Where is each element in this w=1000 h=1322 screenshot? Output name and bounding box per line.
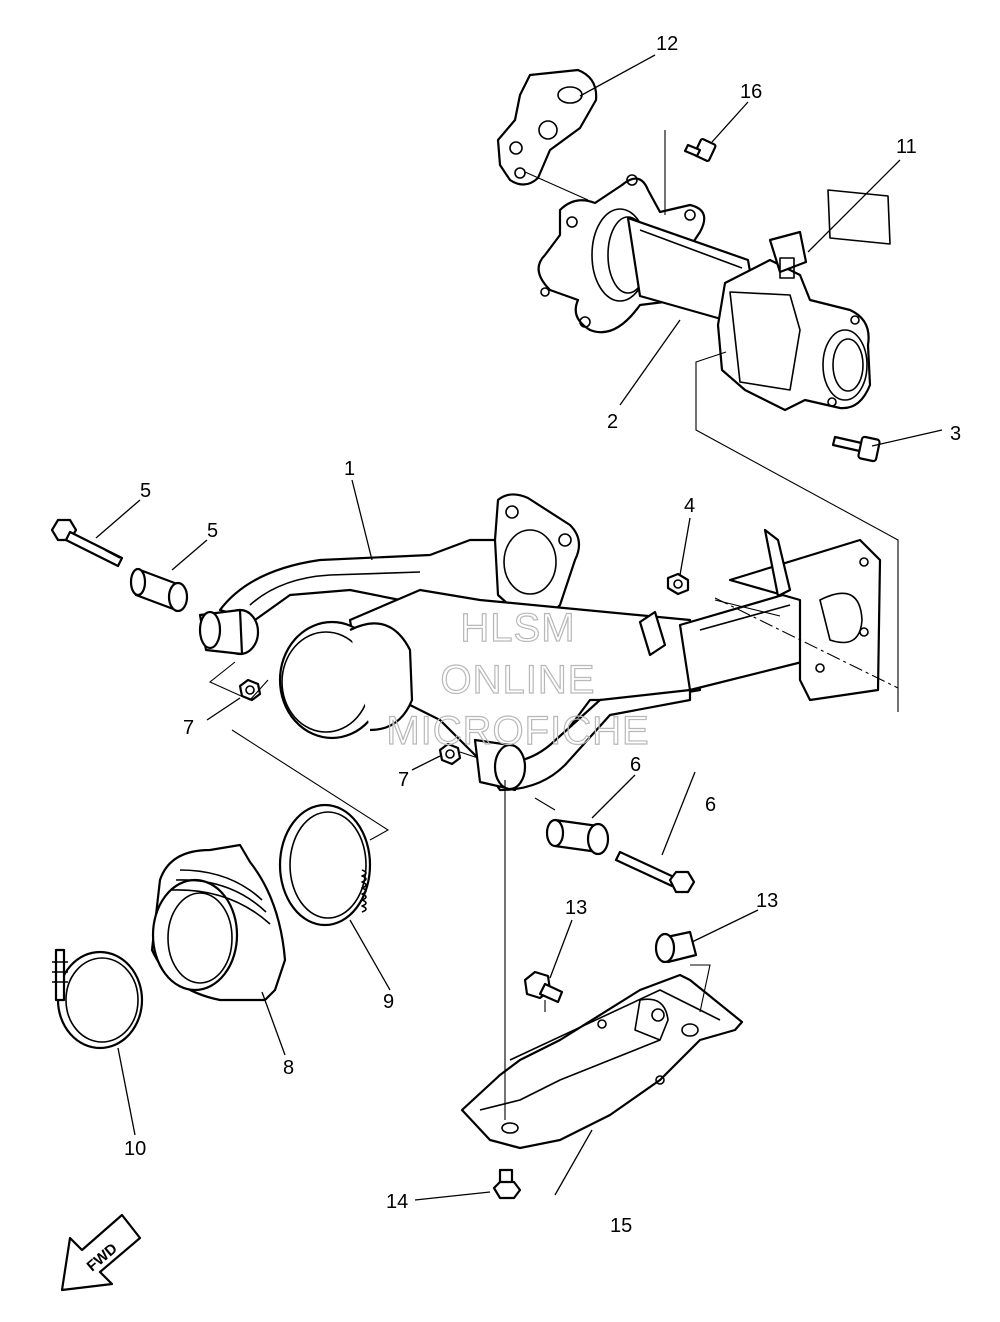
fwd-direction-arrow: FWD: [60, 1213, 142, 1292]
callout-13-upper: 13: [565, 897, 587, 919]
callout-12: 13: [756, 890, 778, 912]
part-9-ring: [278, 803, 372, 927]
part-15-bracket: [496, 68, 598, 186]
callout-7-right: 7: [398, 769, 409, 791]
callout-15: 12: [656, 33, 678, 55]
part-11-skid-plate: [460, 973, 744, 1150]
callout-10: 10: [124, 1138, 146, 1160]
callout-16: 16: [740, 81, 762, 103]
callout-13-lower: 14: [386, 1191, 408, 1213]
callout-4: 4: [684, 495, 695, 517]
callout-3: 3: [950, 423, 961, 445]
part-10-clamp: [52, 948, 144, 1050]
part-1-swingarm: [198, 493, 882, 792]
part-5-bushing-lower: [545, 818, 610, 856]
part-6-bolt-upper: [50, 518, 124, 568]
part-14-label: [827, 189, 891, 245]
part-3-bolt: [831, 435, 881, 463]
part-13-bolt-upper: [523, 970, 564, 1004]
callout-2: 2: [607, 411, 618, 433]
callout-6-lower: 6: [705, 794, 716, 816]
callout-1: 1: [344, 458, 355, 480]
callout-5-lower: 6: [630, 754, 641, 776]
watermark-line-3: MICROFICHE: [386, 709, 649, 753]
callout-labels: 12 16 11 2 3 1 5 4 5 7 6 7 6 13 13 9 8 1…: [124, 33, 961, 1237]
part-2-axle-housing: [537, 174, 872, 412]
callout-6-upper: 5: [140, 480, 151, 502]
part-5-bushing-upper: [129, 567, 189, 613]
watermark-line-2: ONLINE: [441, 658, 596, 702]
watermark-line-1: HLSM: [460, 606, 575, 650]
callout-9: 9: [383, 991, 394, 1013]
part-6-bolt-lower: [614, 850, 696, 894]
callout-5-upper: 5: [207, 520, 218, 542]
part-8-boot: [150, 843, 287, 1002]
assembly-guides: [208, 130, 899, 1120]
callout-14: 11: [896, 136, 917, 158]
watermark: HLSM ONLINE MICROFICHE: [386, 605, 650, 753]
leader-lines: [95, 54, 943, 1201]
callout-7-left: 7: [183, 717, 194, 739]
part-7-nut-right: [438, 742, 462, 766]
callout-8: 8: [283, 1057, 294, 1079]
part-16-bolt: [683, 138, 717, 162]
part-13-bolt-lower: [492, 1168, 522, 1200]
callout-11: 15: [610, 1215, 632, 1237]
part-4-nut: [666, 572, 690, 596]
part-12-damper: [654, 930, 698, 964]
